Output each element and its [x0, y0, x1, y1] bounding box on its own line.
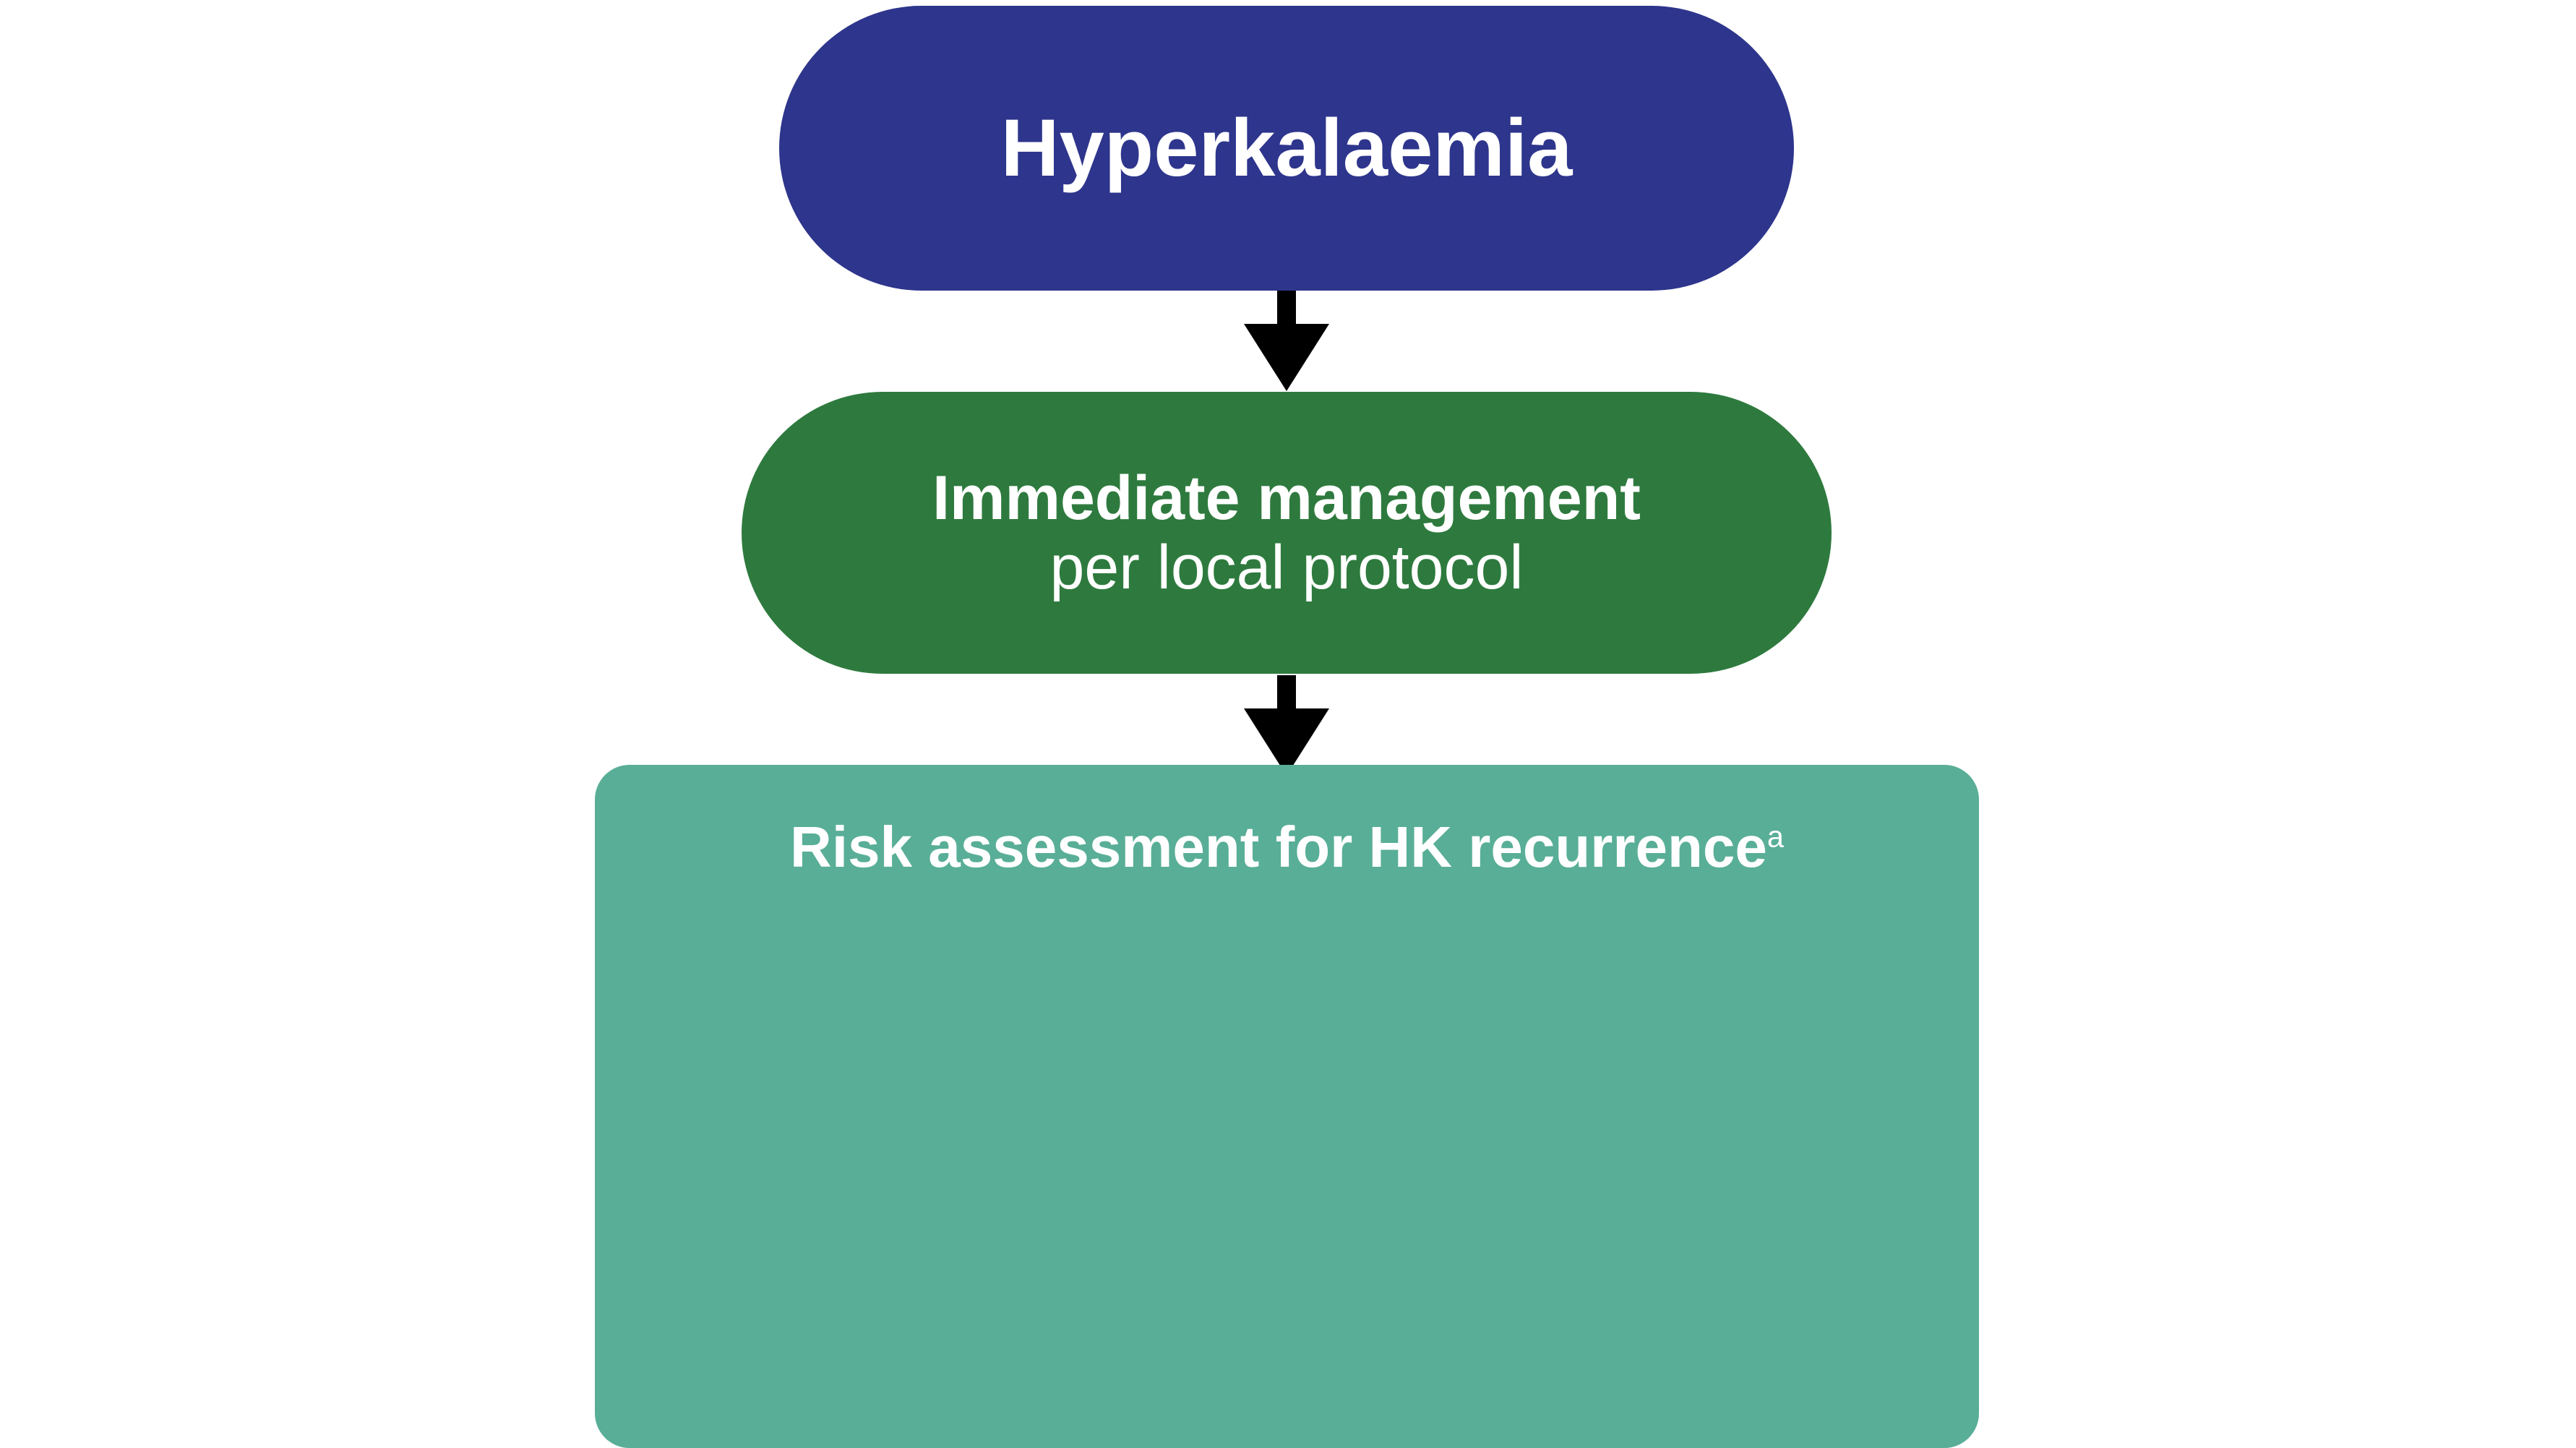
arrow-head [1244, 708, 1329, 776]
node-immediate-management-line1: Immediate management [932, 463, 1641, 533]
group-risk-assessment-title: Risk assessment for HK recurrencea [595, 818, 1979, 876]
node-hyperkalaemia: Hyperkalaemia [779, 6, 1794, 291]
node-hyperkalaemia-label: Hyperkalaemia [1000, 103, 1573, 194]
node-immediate-management-line2: per local protocol [1049, 533, 1524, 602]
group-risk-assessment-title-superscript: a [1766, 819, 1784, 854]
arrow-head [1244, 324, 1329, 391]
group-risk-assessment-title-text: Risk assessment for HK recurrence [790, 815, 1767, 879]
arrow-stem [1277, 675, 1296, 711]
arrow-stem [1277, 291, 1296, 327]
node-immediate-management: Immediate management per local protocol [742, 392, 1832, 674]
group-risk-assessment: Risk assessment for HK recurrencea Ident… [595, 765, 1979, 1448]
